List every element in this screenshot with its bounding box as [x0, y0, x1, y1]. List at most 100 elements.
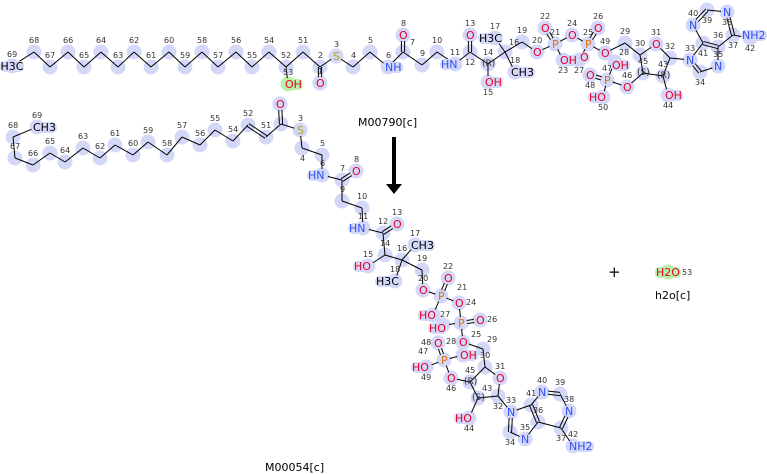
single-bond: [445, 365, 450, 373]
atom-index: 51: [298, 36, 309, 45]
atom-index: 52: [281, 51, 292, 60]
single-bond: [83, 51, 102, 68]
atom-index: 48: [585, 81, 596, 90]
atom-index: 55: [210, 114, 221, 123]
atom-label-o: HO: [411, 361, 430, 374]
atom-index: 25: [583, 28, 594, 37]
atom-index: 43: [482, 384, 493, 393]
atom-index: 25: [471, 330, 482, 339]
atom-index: 3: [298, 114, 304, 123]
atom-index: 34: [505, 438, 516, 447]
atom-label-n: N: [564, 405, 575, 418]
single-bond: [168, 51, 186, 68]
atom-index: 40: [688, 9, 699, 18]
single-bond: [717, 34, 734, 48]
atom-label-o: O: [443, 272, 454, 285]
single-bond: [504, 41, 523, 53]
single-bond: [421, 269, 424, 285]
single-bond: [12, 128, 32, 138]
double-bond: [692, 65, 700, 74]
atom-index: 42: [745, 44, 756, 53]
single-bond: [459, 308, 461, 318]
atom-index: 64: [96, 36, 107, 45]
atom-index: 26: [593, 12, 604, 21]
atom-index: 32: [665, 42, 676, 51]
single-bond: [434, 301, 440, 310]
double-bond: [592, 33, 597, 41]
atom-index: 59: [180, 51, 191, 60]
single-bond: [699, 67, 713, 73]
single-bond: [639, 46, 652, 56]
reaction-arrow: [386, 137, 402, 194]
atom-index: 33: [685, 44, 696, 53]
atom-label-o: O: [495, 372, 506, 385]
atom-index: 39: [555, 378, 566, 387]
single-bond: [235, 51, 253, 68]
single-bond: [528, 421, 539, 435]
atom-label-c: H3C: [0, 59, 25, 73]
double-bond: [466, 318, 474, 321]
single-bond: [114, 144, 134, 156]
single-bond: [49, 152, 66, 163]
double-bond: [246, 125, 266, 139]
atom-index: 50: [598, 103, 609, 112]
single-bond: [487, 51, 506, 65]
atom-index: 5: [368, 36, 374, 45]
atom-index: 36: [533, 406, 544, 415]
single-bond: [695, 30, 704, 44]
atom-label-c: H3C: [375, 275, 400, 288]
atom-index: 51: [261, 121, 272, 130]
single-bond: [576, 37, 584, 42]
molecule-name-h2o: h2o[c]: [655, 289, 691, 302]
double-bond: [703, 40, 719, 46]
single-bond: [659, 47, 671, 59]
atom-index: 64: [60, 146, 71, 155]
atom-label-o: O: [418, 284, 429, 297]
single-bond: [401, 249, 412, 261]
single-bond: [603, 85, 607, 92]
atom-label-p: P: [440, 354, 449, 367]
atom-index: 6: [386, 51, 392, 60]
single-bond: [352, 51, 371, 68]
atom-index: 2: [318, 51, 324, 60]
atom-index: 35: [713, 50, 724, 59]
atom-index: 67: [10, 142, 21, 151]
atom-label-o: O: [600, 47, 611, 60]
atom-label-s: S: [332, 50, 341, 63]
molecule-name-m00790: M00790[c]: [358, 116, 418, 129]
atom-index: 19: [517, 26, 528, 35]
atom-index: 17: [410, 229, 421, 238]
atom-index: 56: [195, 129, 206, 138]
double-bond: [248, 123, 268, 137]
atom-index: 12: [378, 217, 389, 226]
atom-label-o: OH: [611, 59, 630, 72]
single-bond: [340, 58, 354, 68]
down-arrow-icon: [386, 184, 402, 194]
double-bond: [702, 44, 718, 50]
atom-index: 5: [320, 139, 326, 148]
single-bond: [537, 421, 562, 429]
single-bond: [401, 259, 423, 271]
atom-index: 52: [243, 109, 254, 118]
stereo-label: (R): [464, 377, 478, 387]
single-bond: [14, 157, 34, 166]
atom-index: 11: [358, 212, 369, 221]
atom-index: 28: [446, 337, 457, 346]
atom-index: 24: [466, 298, 477, 307]
atom-label-o: O: [275, 98, 286, 111]
single-bond: [285, 51, 304, 68]
double-bond: [726, 18, 732, 36]
atom-index: 35: [520, 423, 531, 432]
plus-operator: +: [608, 263, 621, 281]
atom-label-p: P: [457, 317, 466, 330]
atom-index: 13: [465, 19, 476, 28]
atom-index: 8: [354, 155, 360, 164]
atom-label-o: O: [315, 77, 326, 90]
single-bond: [497, 395, 508, 408]
atom-label-c: H3C: [478, 32, 503, 45]
single-bond: [265, 123, 282, 138]
single-bond: [232, 124, 249, 142]
atom-label-n: N: [688, 19, 699, 32]
single-bond: [662, 57, 671, 77]
single-bond: [469, 51, 489, 65]
